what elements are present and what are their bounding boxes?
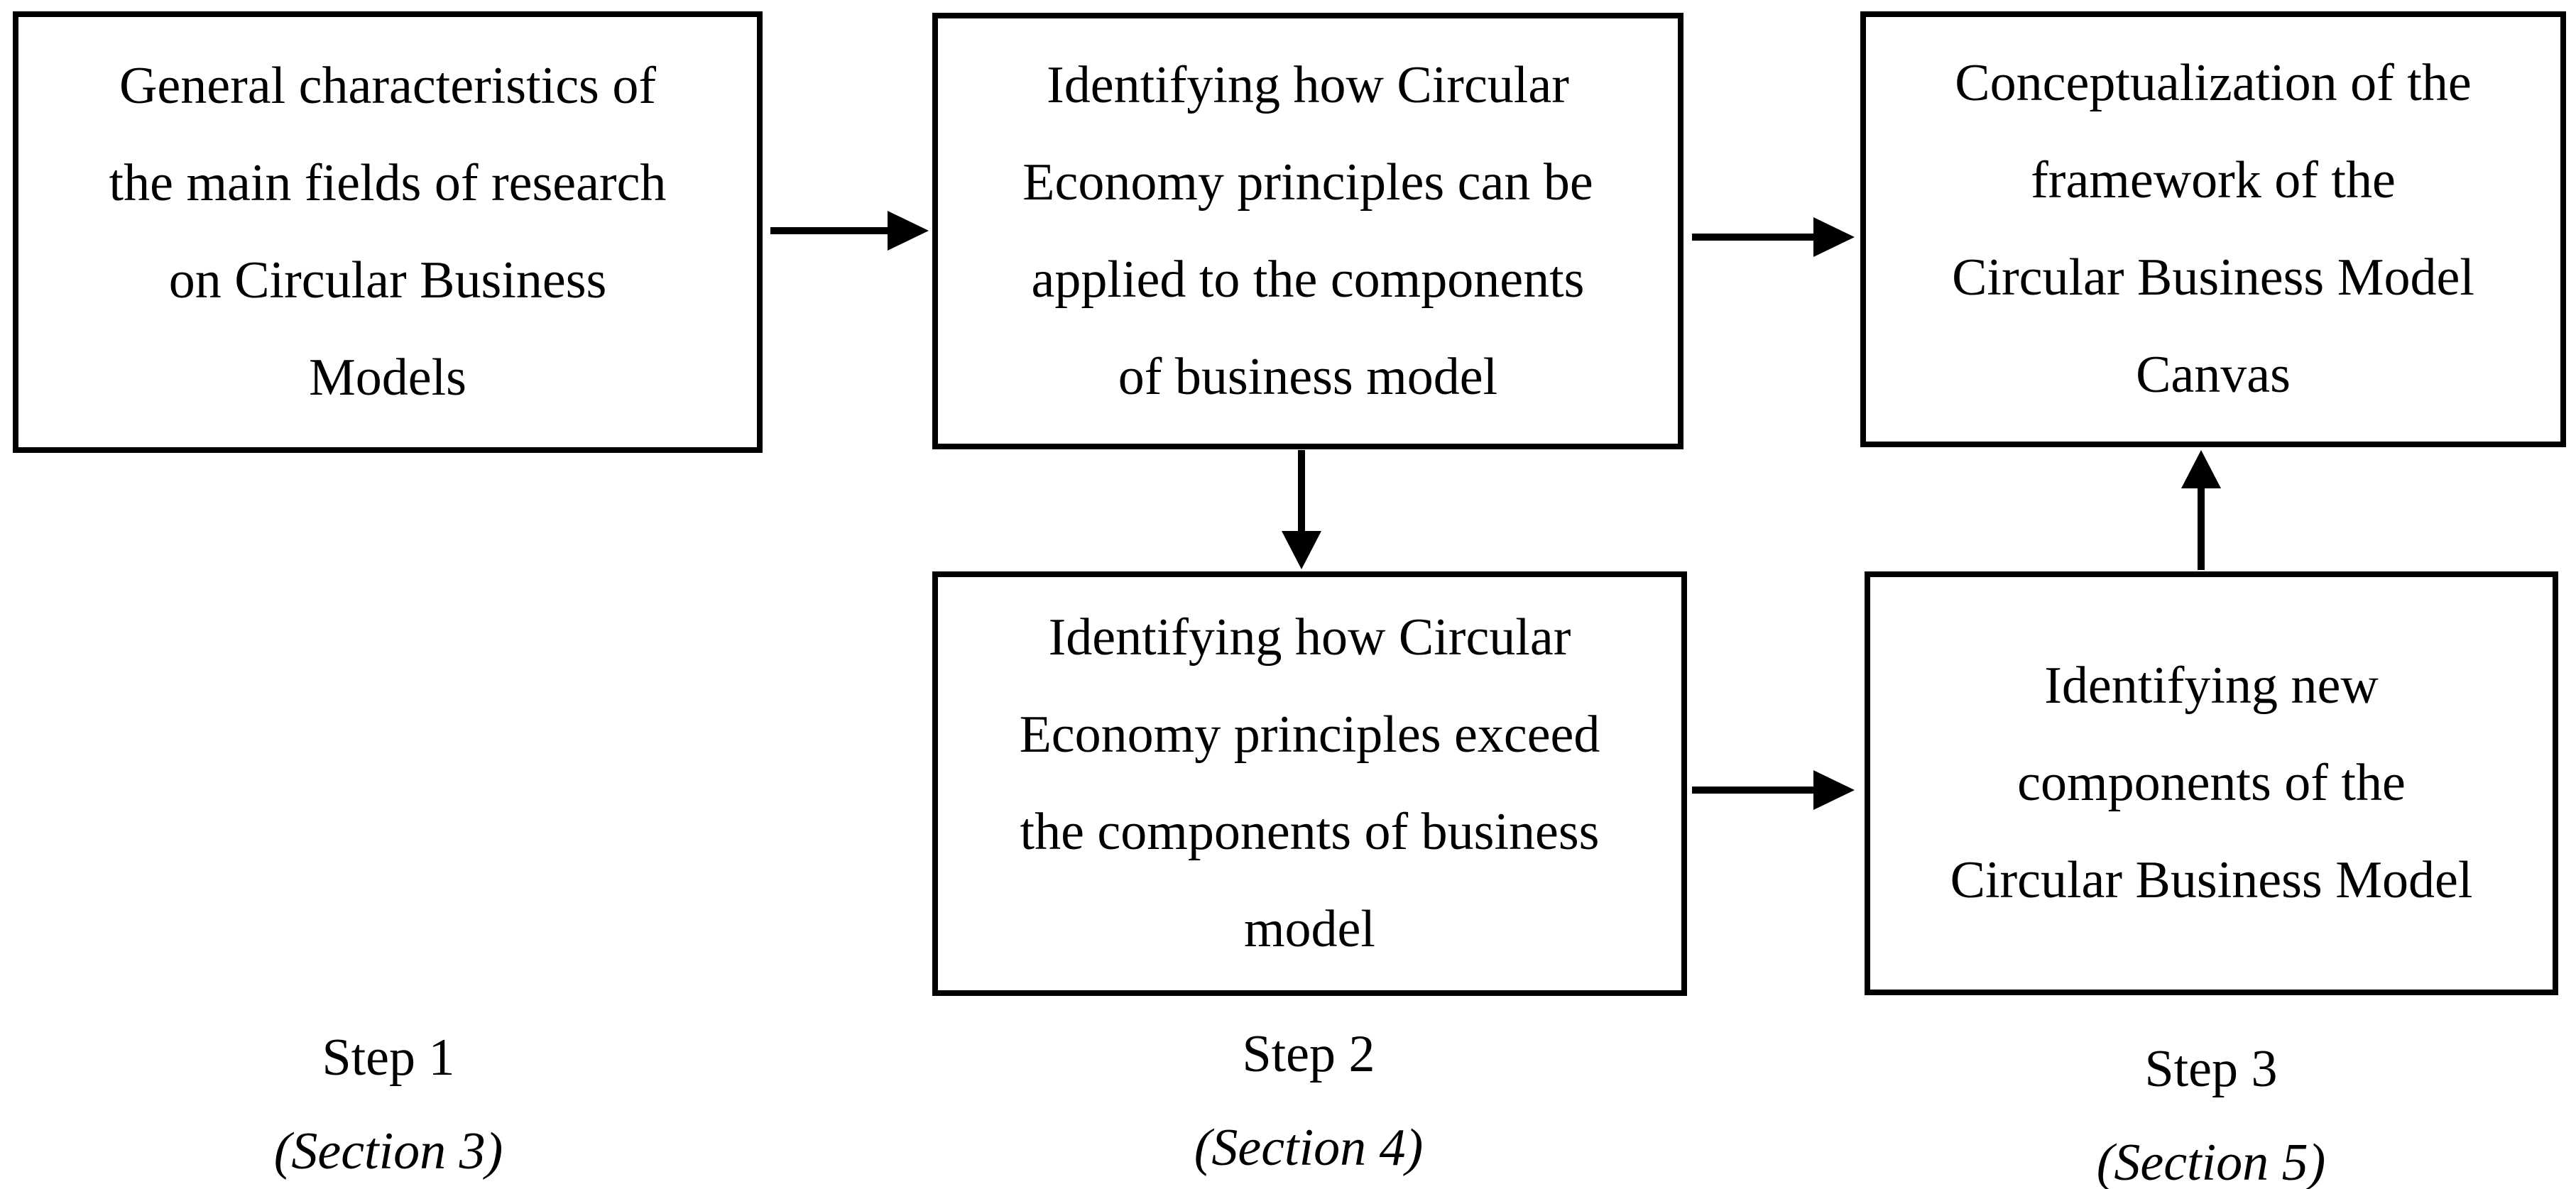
step-3-label-group: Step 3 (Section 5) (1963, 1039, 2460, 1189)
step-2-label: Step 2 (1242, 1025, 1375, 1083)
box-principles-exceed-text: Identifying how Circular Economy princip… (1019, 608, 1600, 958)
step-3-label: Step 3 (2144, 1040, 2278, 1098)
step-2-section-label: (Section 4) (1194, 1119, 1424, 1177)
step-3-section-label: (Section 5) (2096, 1134, 2326, 1189)
box-new-components-text: Identifying new components of the Circul… (1950, 657, 2473, 909)
box-new-components: Identifying new components of the Circul… (1865, 571, 2558, 995)
arrow-new-components-to-canvas (2181, 450, 2221, 570)
box-principles-exceed: Identifying how Circular Economy princip… (932, 571, 1687, 996)
arrow-step2-to-step3 (1692, 217, 1855, 257)
step-1-label-group: Step 1 (Section 3) (140, 1027, 637, 1182)
step-1-label: Step 1 (322, 1029, 455, 1087)
arrow-exceed-to-new-components (1692, 770, 1855, 810)
step-1-section-label: (Section 3) (273, 1122, 503, 1180)
box-conceptualization-canvas-text: Conceptualization of the framework of th… (1952, 54, 2474, 404)
box-general-characteristics: General characteristics of the main fiel… (13, 11, 763, 453)
step-2-label-group: Step 2 (Section 4) (1060, 1024, 1557, 1178)
box-general-characteristics-text: General characteristics of the main fiel… (109, 57, 667, 407)
box-conceptualization-canvas: Conceptualization of the framework of th… (1860, 11, 2566, 447)
box-principles-applied-text: Identifying how Circular Economy princip… (1022, 55, 1593, 406)
arrow-applied-to-exceed (1282, 450, 1321, 569)
arrow-step1-to-step2 (770, 211, 929, 251)
box-principles-applied: Identifying how Circular Economy princip… (932, 13, 1683, 449)
